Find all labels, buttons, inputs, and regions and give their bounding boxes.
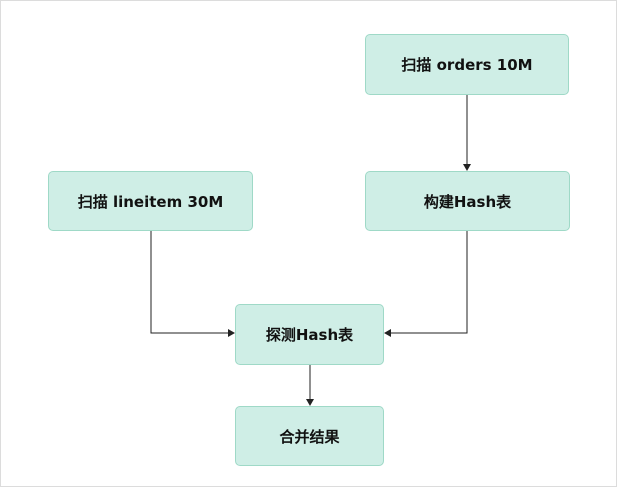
node-scan-orders[interactable]: 扫描 orders 10M	[365, 34, 569, 95]
node-merge-result-label: 合并结果	[279, 427, 340, 446]
arrowhead-build-hash	[463, 164, 471, 171]
node-probe-hash-label: 探测Hash表	[265, 326, 354, 344]
node-probe-hash[interactable]: 探测Hash表	[235, 304, 384, 365]
node-build-hash-label: 构建Hash表	[423, 192, 512, 211]
arrowhead-probe-hash-right	[384, 329, 391, 337]
node-scan-lineitem[interactable]: 扫描 lineitem 30M	[48, 171, 253, 231]
node-scan-orders-label: 扫描 orders 10M	[401, 56, 533, 74]
arrowhead-merge-result	[306, 399, 314, 406]
node-build-hash[interactable]: 构建Hash表	[365, 171, 570, 231]
edge-build-hash-to-probe-hash	[391, 231, 468, 334]
node-merge-result[interactable]: 合并结果	[235, 406, 384, 466]
arrowhead-probe-hash-left	[228, 329, 235, 337]
edge-scan-lineitem-to-probe-hash	[150, 231, 228, 334]
node-scan-lineitem-label: 扫描 lineitem 30M	[77, 192, 224, 211]
